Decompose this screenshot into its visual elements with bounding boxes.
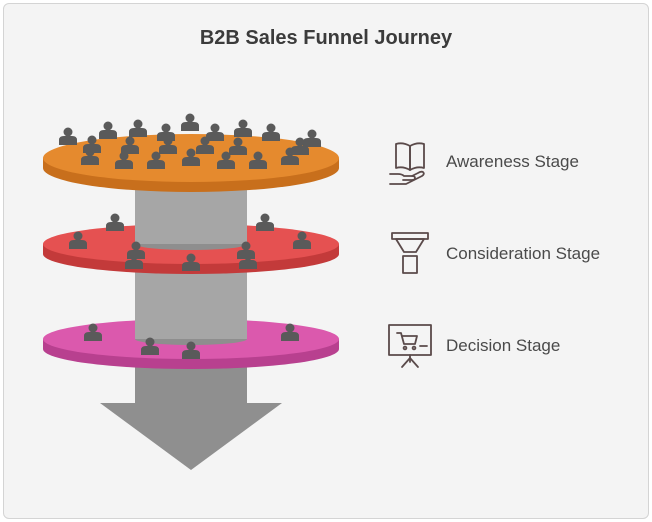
person-icon <box>303 129 321 147</box>
stage-label-consideration: Consideration Stage <box>446 244 601 263</box>
stage-label-awareness: Awareness Stage <box>446 152 579 171</box>
diagram-title: B2B Sales Funnel Journey <box>199 27 453 49</box>
person-icon <box>217 151 235 169</box>
person-icon <box>106 213 124 231</box>
person-icon <box>256 213 274 231</box>
person-icon <box>229 137 247 155</box>
person-icon <box>84 323 102 341</box>
person-icon <box>83 135 101 153</box>
person-icon <box>181 113 199 131</box>
person-icon <box>69 231 87 249</box>
open-book-hand-icon <box>389 142 425 185</box>
funnel-filter-icon <box>391 232 429 274</box>
person-icon <box>293 231 311 249</box>
person-icon <box>129 119 147 137</box>
stage-label-decision: Decision Stage <box>446 336 561 355</box>
person-icon <box>59 127 77 145</box>
person-icon <box>127 241 145 259</box>
person-icon <box>182 341 200 359</box>
person-icon <box>234 119 252 137</box>
person-icon <box>182 148 200 166</box>
person-icon <box>159 136 177 154</box>
person-icon <box>121 136 139 154</box>
person-icon <box>196 136 214 154</box>
down-arrow <box>100 355 282 470</box>
person-icon <box>147 151 165 169</box>
person-icon <box>99 121 117 139</box>
person-icon <box>262 123 280 141</box>
person-icon <box>291 137 309 155</box>
person-icon <box>237 241 255 259</box>
person-icon <box>141 337 159 355</box>
shopping-cart-board-icon <box>388 324 432 368</box>
person-icons-awareness <box>59 113 321 169</box>
person-icon <box>249 151 267 169</box>
person-icon <box>281 323 299 341</box>
person-icons-decision <box>84 323 299 359</box>
person-icons-consideration <box>69 213 311 271</box>
person-icon <box>206 123 224 141</box>
person-icon <box>182 253 200 271</box>
